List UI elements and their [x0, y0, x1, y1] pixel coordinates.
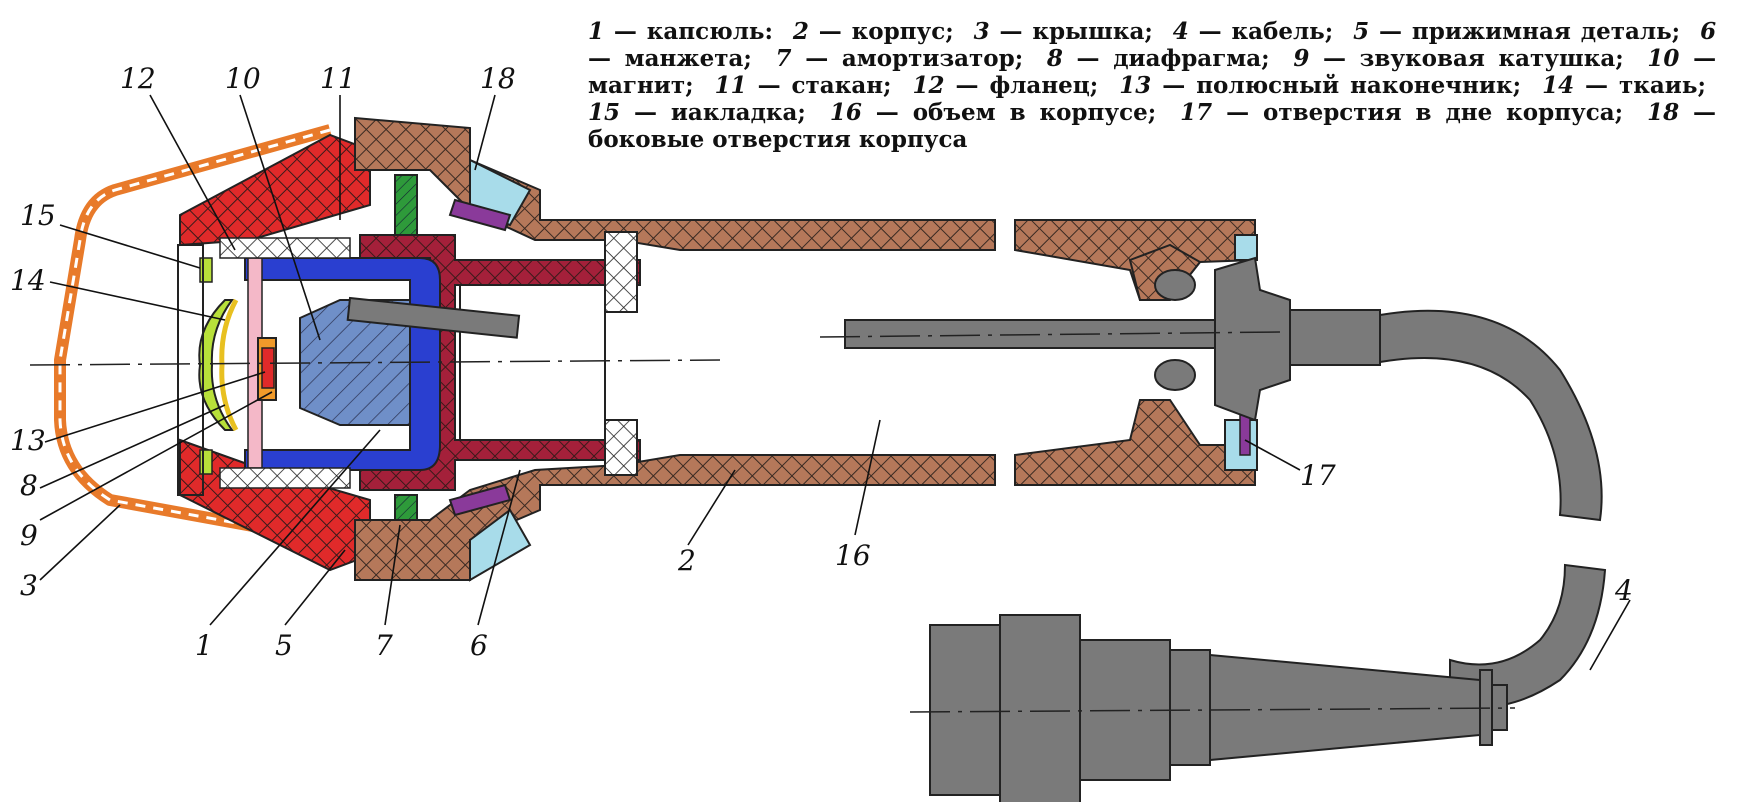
- axis-line-main: [29, 359, 721, 366]
- callout-14: 14: [10, 264, 46, 297]
- callout-17: 17: [1300, 459, 1336, 492]
- legend-entry: 4 — кабель;: [1172, 18, 1334, 45]
- cap-part-3: [54, 124, 332, 546]
- diaphragm-part-8: [198, 299, 234, 431]
- cable-part-4: [346, 256, 1607, 708]
- callout-5: 5: [275, 629, 293, 662]
- cuff-part-6: [448, 198, 512, 232]
- pole-piece-part-13: [244, 257, 441, 471]
- pad-part-15-bottom: [199, 449, 213, 475]
- callout-12: 12: [120, 62, 156, 95]
- support-right-top: [604, 231, 638, 313]
- support-right-bottom: [604, 419, 638, 476]
- parts-legend: 1 — капсюль: 2 — корпус; 3 — крышка; 4 —…: [588, 18, 1716, 153]
- legend-entry: 10 — магнит;: [588, 45, 1717, 99]
- callout-4: 4: [1614, 574, 1633, 607]
- legend-entry: 18 — боковые отверстия корпуса: [588, 99, 1717, 153]
- legend-entry: 6 — манжета;: [588, 18, 1717, 72]
- legend-entry: 7 — амортизатор;: [775, 45, 1024, 72]
- axis-line-connector: [909, 707, 1516, 713]
- legend-entry: 12 — фланец;: [912, 72, 1099, 99]
- capsule-ring-top: [219, 237, 351, 259]
- callout-8: 8: [20, 469, 38, 502]
- legend-entry: 15 — иакладка;: [588, 99, 806, 126]
- callout-13: 13: [10, 424, 46, 457]
- shock-absorber-top: [394, 174, 418, 236]
- legend-entry: 11 — стакан;: [714, 72, 892, 99]
- callout-15: 15: [20, 199, 56, 232]
- callout-18: 18: [480, 62, 516, 95]
- legend-entry: 16 — объем в корпусе;: [829, 99, 1157, 126]
- legend-entry: 17 — отверстия в дне корпуса;: [1180, 99, 1624, 126]
- bottom-holes-part-17-top: [1234, 234, 1258, 261]
- callout-10: 10: [225, 62, 261, 95]
- callout-3: 3: [20, 569, 38, 602]
- cable-connector: [929, 614, 1508, 802]
- callout-16: 16: [835, 539, 871, 572]
- legend-entry: 5 — прижимная деталь;: [1353, 18, 1681, 45]
- capsule-frame: [177, 244, 204, 496]
- pole-tip-red: [261, 347, 275, 389]
- legend-entry: 8 — диафрагма;: [1046, 45, 1270, 72]
- callout-11: 11: [320, 62, 356, 95]
- legend-entry: 3 — крышка;: [973, 18, 1153, 45]
- legend-entry: 13 — полюсный наконечник;: [1119, 72, 1522, 99]
- inner-chamber: [459, 284, 606, 441]
- legend-entry: 14 — ткаиь;: [1542, 72, 1706, 99]
- legend-entry: 9 — звуковая катушка;: [1293, 45, 1624, 72]
- cuff-part-17: [1239, 414, 1251, 456]
- legend-entry: 2 — корпус;: [792, 18, 954, 45]
- callout-9: 9: [20, 519, 38, 552]
- leader-lines: [39, 94, 1631, 671]
- callout-2: 2: [677, 544, 696, 577]
- callout-1: 1: [195, 629, 213, 662]
- cuff-part-6-bottom: [448, 483, 512, 517]
- fabric-part-14: [219, 298, 239, 432]
- capsule-ring-bottom: [219, 467, 351, 489]
- pad-part-15-top: [199, 257, 213, 283]
- axis-line-cable: [819, 331, 1281, 338]
- callout-7: 7: [375, 629, 393, 662]
- legend-entry: 1 — капсюль:: [588, 18, 774, 45]
- callout-6: 6: [470, 629, 488, 662]
